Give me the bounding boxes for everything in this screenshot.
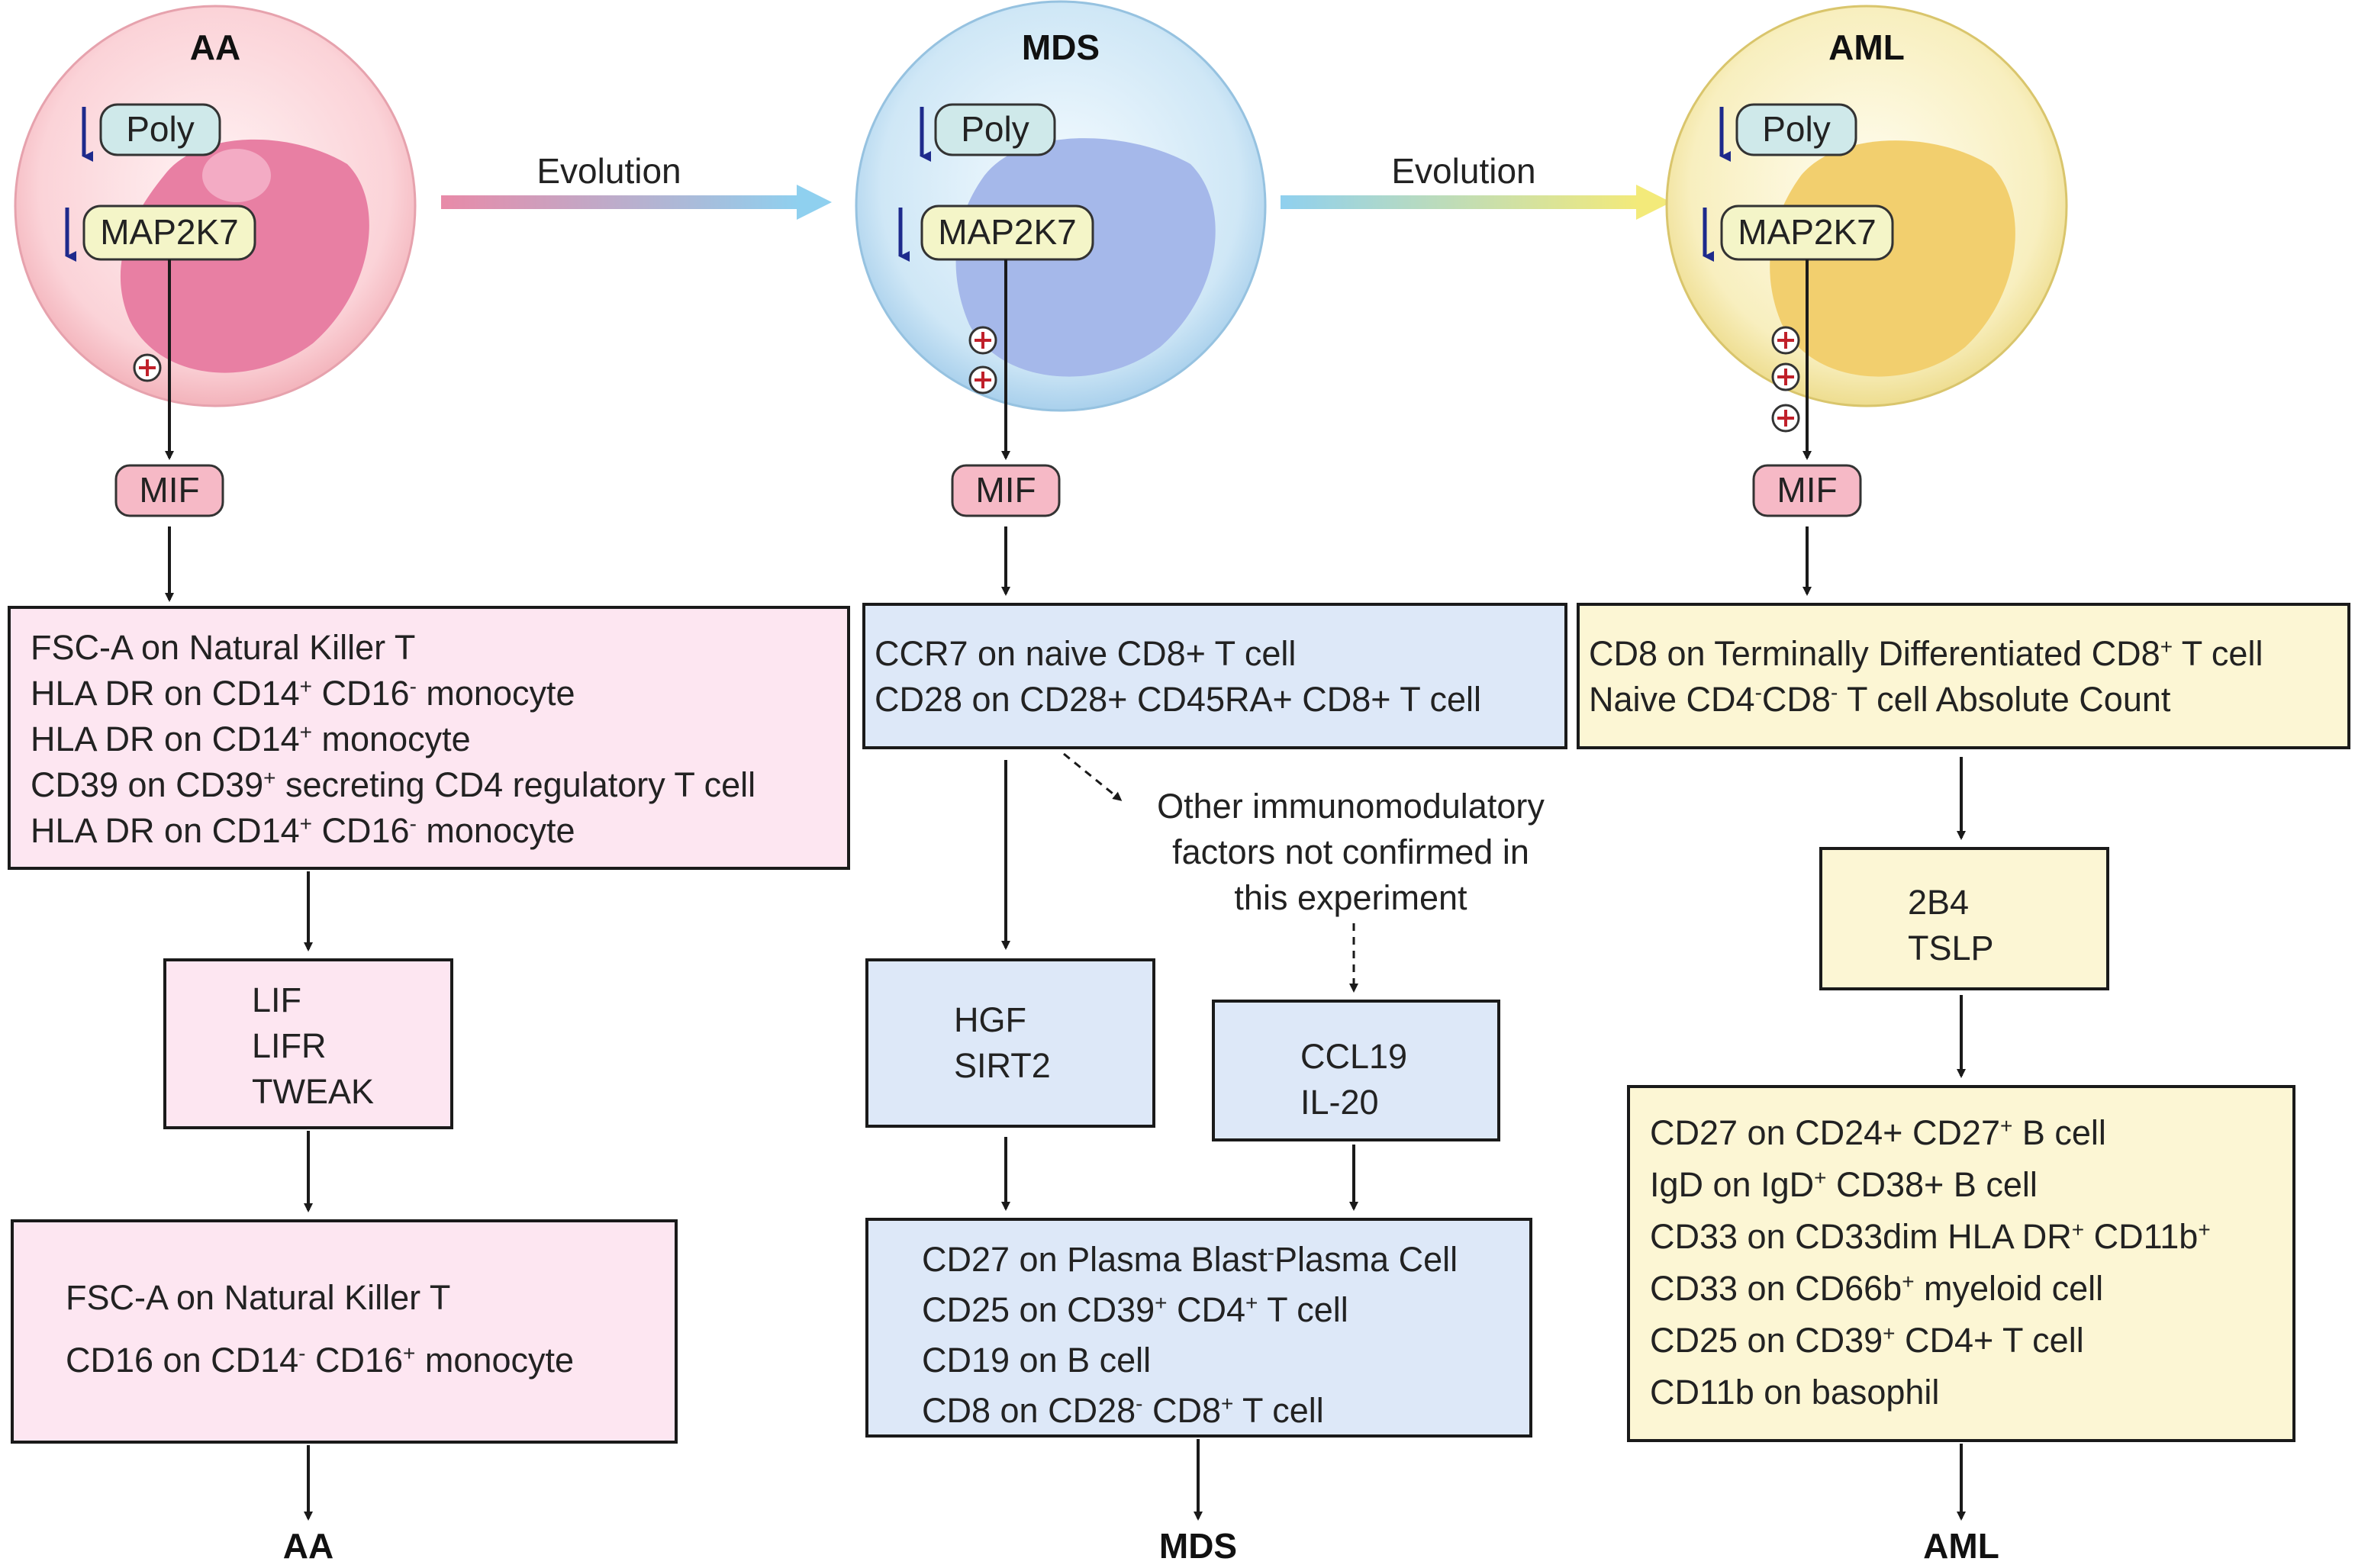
aml-plus-icon-2: [1771, 362, 1800, 391]
aa-marker-line-4: CD39 on CD39+ secreting CD4 regulatory T…: [31, 765, 755, 804]
svg-text:MIF: MIF: [975, 470, 1036, 510]
mds-marker-line-1: CCR7 on naive CD8+ T cell: [875, 634, 1296, 673]
mds-outcome-line-4: CD8 on CD28- CD8+ T cell: [922, 1391, 1324, 1430]
aa-factor-line-2: LIFR: [252, 1026, 327, 1065]
mds-factor-b-line-1: CCL19: [1300, 1037, 1407, 1076]
aml-outcome-line-4: CD33 on CD66b+ myeloid cell: [1650, 1269, 2103, 1308]
mds-plus-icon-1: [968, 326, 997, 355]
mds-mif-pill: MIF: [951, 464, 1061, 517]
aml-marker-box: CD8 on Terminally Differentiated CD8+ T …: [1577, 603, 2350, 749]
evolution-arrow-aa-mds: Evolution: [441, 151, 832, 220]
evolution-label-1: Evolution: [536, 151, 681, 191]
mds-factor-list-a: HGF SIRT2: [954, 1000, 1051, 1085]
aml-outcome-line-5: CD25 on CD39+ CD4+ T cell: [1650, 1321, 2084, 1360]
aa-outcome-box: FSC-A on Natural Killer T CD16 on CD14- C…: [11, 1219, 678, 1444]
svg-text:MAP2K7: MAP2K7: [100, 212, 239, 252]
svg-text:Poly: Poly: [126, 109, 194, 149]
evolution-arrow-mds-aml: Evolution: [1281, 151, 1671, 220]
mds-side-note: Other immunomodulatory factors not confi…: [1157, 787, 1545, 917]
aa-plus-icon: [133, 353, 162, 382]
aml-plus-icon-3: [1771, 404, 1800, 433]
svg-text:Poly: Poly: [1762, 109, 1830, 149]
mds-poly-pill: Poly: [934, 103, 1056, 156]
aa-outcome-label: AA: [283, 1526, 333, 1566]
aa-marker-line-5: HLA DR on CD14+ CD16- monocyte: [31, 811, 575, 850]
aml-marker-line-1: CD8 on Terminally Differentiated CD8+ T …: [1589, 634, 2263, 673]
aml-plus-icon-1: [1771, 326, 1800, 355]
mds-cell: MDS Poly MAP2K7: [855, 0, 1267, 412]
evolution-label-2: Evolution: [1391, 151, 1535, 191]
mds-cell-title: MDS: [1022, 27, 1100, 67]
aml-map2k7-pill: MAP2K7: [1720, 204, 1894, 261]
mds-note-line-1: Other immunomodulatory: [1157, 787, 1545, 826]
aml-cell: AML Poly MAP2K7: [1665, 5, 2068, 433]
mds-factor-box-a: HGF SIRT2: [865, 958, 1155, 1128]
svg-text:Poly: Poly: [961, 109, 1029, 149]
mds-outcome-line-1: CD27 on Plasma Blast-Plasma Cell: [922, 1240, 1458, 1279]
mds-factor-b-line-2: IL-20: [1300, 1083, 1379, 1122]
aa-outcome-line-1: FSC-A on Natural Killer T: [66, 1278, 450, 1317]
aa-factor-line-3: TWEAK: [252, 1072, 374, 1111]
aa-mif-pill: MIF: [114, 464, 224, 517]
mds-map2k7-pill: MAP2K7: [920, 204, 1094, 261]
aml-outcome-line-1: CD27 on CD24+ CD27+ B cell: [1650, 1113, 2106, 1152]
svg-text:MAP2K7: MAP2K7: [938, 212, 1077, 252]
aml-cell-title: AML: [1828, 27, 1905, 67]
aa-factor-box: LIF LIFR TWEAK: [163, 958, 453, 1129]
aa-factor-line-1: LIF: [252, 980, 301, 1019]
aml-poly-pill: Poly: [1735, 103, 1857, 156]
svg-text:MIF: MIF: [1777, 470, 1837, 510]
column-aa: AA Poly MAP2K7 MIF FSC-A on Natural: [8, 5, 850, 1566]
aa-cell-title: AA: [190, 27, 240, 67]
aa-outcome-list: FSC-A on Natural Killer T CD16 on CD14- C…: [66, 1278, 574, 1380]
column-mds: MDS Poly MAP2K7 MIF: [855, 0, 1567, 1566]
aa-factor-list: LIF LIFR TWEAK: [252, 980, 374, 1111]
mds-outcome-label: MDS: [1159, 1526, 1237, 1566]
mds-dashed-arrow-to-note: [1063, 752, 1123, 801]
aml-outcome-line-2: IgD on IgD+ CD38+ B cell: [1650, 1165, 2038, 1204]
aml-marker-line-2: Naive CD4-CD8- T cell Absolute Count: [1589, 680, 2171, 719]
aa-marker-line-1: FSC-A on Natural Killer T: [31, 628, 415, 667]
aml-outcome-label: AML: [1923, 1526, 1999, 1566]
mds-plus-icon-2: [968, 365, 997, 394]
aa-marker-line-3: HLA DR on CD14+ monocyte: [31, 720, 471, 758]
aa-marker-list: FSC-A on Natural Killer T HLA DR on CD14+…: [31, 628, 755, 850]
aml-outcome-line-6: CD11b on basophil: [1650, 1373, 1939, 1412]
aml-mif-pill: MIF: [1752, 464, 1862, 517]
mds-factor-a-line-2: SIRT2: [954, 1046, 1051, 1085]
mds-factor-a-line-1: HGF: [954, 1000, 1026, 1039]
aml-nucleus: [1770, 140, 2015, 377]
svg-text:MAP2K7: MAP2K7: [1738, 212, 1877, 252]
aa-poly-pill: Poly: [99, 103, 221, 156]
svg-text:MIF: MIF: [139, 470, 199, 510]
mds-marker-line-2: CD28 on CD28+ CD45RA+ CD8+ T cell: [875, 680, 1481, 719]
aml-factor-line-1: 2B4: [1908, 883, 1969, 922]
aa-map2k7-pill: MAP2K7: [82, 204, 256, 261]
mds-outcome-line-3: CD19 on B cell: [922, 1341, 1151, 1380]
aml-outcome-line-3: CD33 on CD33dim HLA DR+ CD11b+: [1650, 1217, 2211, 1256]
mds-note-line-3: this experiment: [1234, 878, 1467, 917]
aml-marker-list: CD8 on Terminally Differentiated CD8+ T …: [1589, 634, 2263, 719]
mds-note-line-2: factors not confirmed in: [1172, 832, 1529, 871]
aa-cell: AA Poly MAP2K7: [14, 5, 417, 407]
aa-outcome-line-2: CD16 on CD14- CD16+ monocyte: [66, 1341, 574, 1380]
aa-marker-box: FSC-A on Natural Killer T HLA DR on CD14+…: [8, 606, 850, 870]
mds-outcome-line-2: CD25 on CD39+ CD4+ T cell: [922, 1290, 1348, 1329]
column-aml: AML Poly MAP2K7: [1577, 5, 2350, 1566]
aml-factor-line-2: TSLP: [1908, 929, 1994, 968]
aa-marker-line-2: HLA DR on CD14+ CD16- monocyte: [31, 674, 575, 713]
